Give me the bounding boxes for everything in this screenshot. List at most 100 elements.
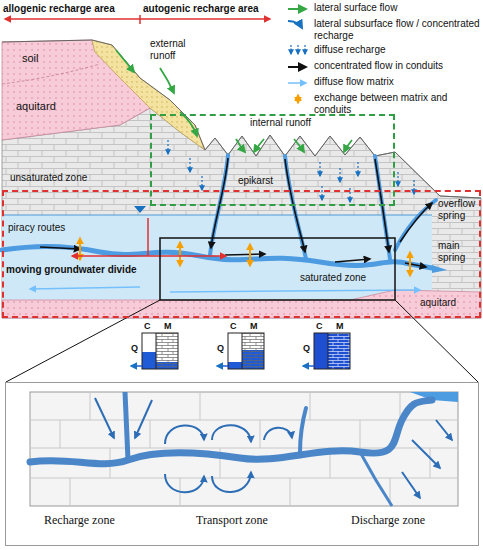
groundwater-divide-marker <box>72 218 226 256</box>
matrix-flow-arrow <box>170 290 420 292</box>
zone-label: moving groundwater divide <box>6 264 137 276</box>
legend-sample <box>286 76 310 90</box>
conduit-network <box>375 156 390 259</box>
tank-model <box>314 333 350 369</box>
conduit-detail-picture <box>264 428 292 440</box>
limestone-massif <box>2 108 481 318</box>
conduit-detail-picture <box>165 425 204 444</box>
tank-model <box>228 362 242 369</box>
conduit-flow-arrow <box>40 247 80 249</box>
exchange-arrow <box>179 242 181 266</box>
diffuse-recharge-arrow <box>201 176 202 190</box>
tank-icon: CMQ <box>214 321 270 373</box>
conduit-detail-picture <box>30 392 458 506</box>
conduit-detail-picture <box>412 440 440 468</box>
conduit-detail-picture <box>300 408 306 452</box>
tank-model <box>242 333 264 369</box>
conduit-network <box>432 265 447 273</box>
diffuse-recharge-arrow <box>167 140 168 154</box>
surface-runoff-arrow <box>160 68 174 93</box>
surface-runoff-arrow <box>294 139 304 152</box>
spring-label: overflow spring <box>438 198 475 222</box>
recharge-area-arrow <box>5 18 270 20</box>
legend-text: diffuse flow matrix <box>314 76 480 88</box>
conduit-detail-picture <box>30 392 458 506</box>
conduit-flow-arrow <box>225 254 265 255</box>
conduit-network <box>285 156 306 259</box>
legend-sample <box>288 21 302 28</box>
soil-aquitard-layer <box>2 64 100 84</box>
tank-model <box>314 333 350 369</box>
diffuse-recharge-arrow <box>319 162 320 176</box>
tank-model <box>217 365 228 367</box>
tank-letter: M <box>164 321 172 332</box>
conduit-detail-picture <box>360 452 392 506</box>
sediment-cover <box>92 40 205 150</box>
tank-icon: C M Q <box>128 321 184 373</box>
conduit-detail-picture <box>95 398 452 498</box>
sediment-cover <box>92 40 205 150</box>
legend-sample <box>286 60 310 74</box>
legend-sample <box>290 45 291 54</box>
tank-model <box>328 333 329 369</box>
conduit-detail-picture <box>30 392 458 506</box>
zone-label: saturated zone <box>300 272 366 284</box>
zone-label: Discharge zone <box>351 513 425 527</box>
conduit-detail-picture <box>95 398 114 438</box>
conduit-detail-picture <box>212 425 251 442</box>
conduit-flow-arrow <box>335 259 370 262</box>
zoom-frame <box>6 238 478 382</box>
surface-runoff-arrow <box>254 139 264 152</box>
tank-model <box>328 333 350 369</box>
conduit-detail-picture <box>135 400 152 438</box>
tank-model <box>142 352 156 369</box>
recharge-area-arrow <box>5 15 270 24</box>
zone-label: Recharge zone <box>44 513 115 527</box>
diffuse-recharge-arrow <box>189 158 190 172</box>
soil-aquitard-layer <box>2 40 150 140</box>
tank-letter: C <box>316 321 323 332</box>
legend-item: exchange between matrix and conduits <box>286 92 480 116</box>
legend-item: diffuse recharge <box>286 44 480 58</box>
tank-model <box>131 333 350 369</box>
conduit-network <box>2 155 447 273</box>
conduit-flow-arrow <box>405 263 426 267</box>
tank-model <box>242 333 243 369</box>
tank-letter: C <box>230 321 237 332</box>
area-heading: allogenic recharge area <box>3 3 115 15</box>
tank-model <box>131 365 142 367</box>
legend-sample <box>288 8 306 10</box>
flow-label: external runoff <box>150 38 186 62</box>
limestone-massif <box>2 108 481 318</box>
area-heading: autogenic recharge area <box>143 3 259 15</box>
spring-label: main spring <box>438 240 465 264</box>
legend-text: lateral surface flow <box>314 2 480 14</box>
legend-text: concentrated flow in conduits <box>314 60 480 72</box>
legend-sample <box>297 95 299 103</box>
legend-sample <box>288 82 306 84</box>
tank-icon: CMQ <box>300 321 356 373</box>
groundwater-divide-marker <box>72 255 226 257</box>
tank-letter: Q <box>131 343 138 354</box>
diffuse-recharge-arrow <box>321 186 322 200</box>
tank-model <box>303 365 314 367</box>
saturated-zone-box: overflow springpiracy routesmain springm… <box>2 190 481 318</box>
tank-letter: C <box>144 321 151 332</box>
conduit-detail-picture <box>402 472 420 498</box>
tank-letter: M <box>250 321 258 332</box>
ground-surface <box>2 40 481 198</box>
legend-sample <box>297 45 298 54</box>
legend-item: lateral surface flow <box>286 2 480 16</box>
conduit-detail-picture <box>165 474 204 492</box>
conduit-detail-panel: Recharge zoneTransport zoneDischarge zon… <box>5 382 479 546</box>
surface-runoff-arrow <box>236 139 245 152</box>
legend-sample <box>286 44 310 58</box>
surface-runoff-arrow <box>344 140 352 152</box>
legend-item: diffuse flow matrix <box>286 76 480 90</box>
legend-sample <box>286 2 310 16</box>
tank-letter: M <box>336 321 344 332</box>
epikarst-zone-box: internal runoffepikarst <box>150 114 395 206</box>
conduit-detail-picture <box>212 472 251 492</box>
tank-model <box>156 333 157 369</box>
